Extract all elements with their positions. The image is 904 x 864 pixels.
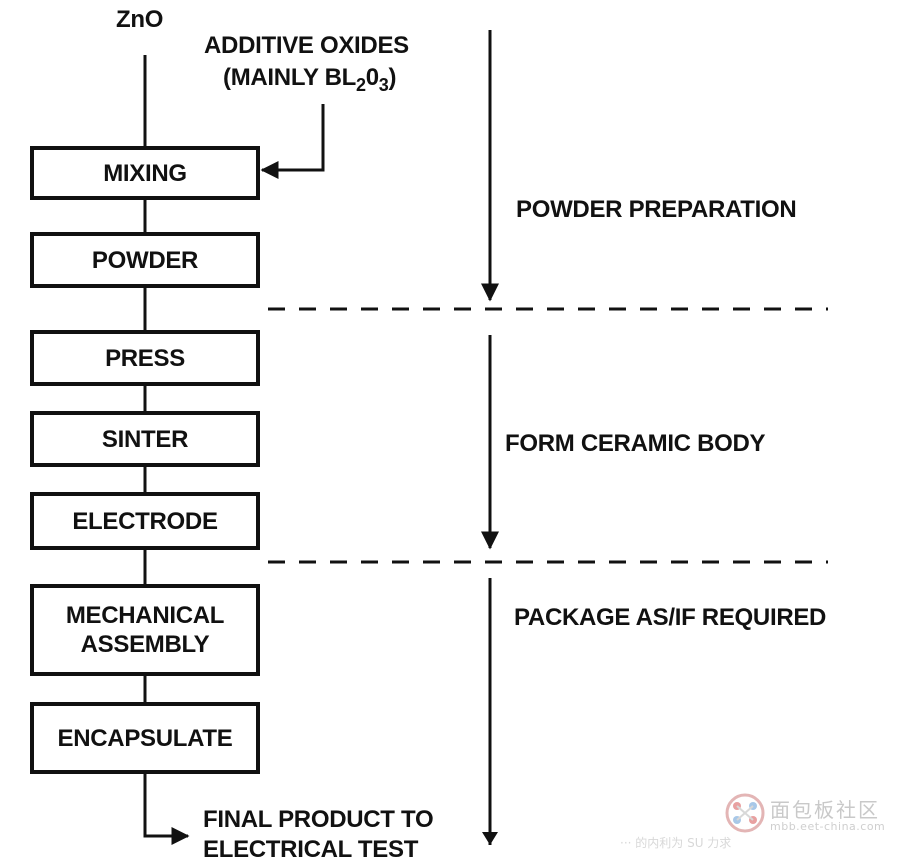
step-mechanical-line1: MECHANICAL — [65, 602, 225, 629]
watermark-faint-text: ··· 的内利为 SU 力求 — [620, 836, 732, 850]
step-powder: POWDER — [30, 232, 260, 288]
stage-form-ceramic-body: FORM CERAMIC BODY — [505, 430, 766, 457]
step-electrode: ELECTRODE — [30, 492, 260, 550]
watermark-logo-icon — [725, 793, 765, 833]
step-sinter: SINTER — [30, 411, 260, 467]
stage-arrow-package-head — [482, 832, 498, 845]
step-encapsulate: ENCAPSULATE — [30, 702, 260, 774]
step-mechanical-line2: ASSEMBLY — [80, 631, 210, 658]
stage-package: PACKAGE AS/IF REQUIRED — [514, 604, 827, 631]
step-press-label: PRESS — [105, 344, 185, 372]
stage-powder-preparation: POWDER PREPARATION — [516, 196, 797, 223]
additive-oxides-label: ADDITIVE OXIDES — [204, 32, 409, 59]
final-product-label-line2: ELECTRICAL TEST — [203, 836, 419, 863]
watermark-name: 面包板社区 — [770, 798, 880, 822]
final-product-arrow — [143, 772, 190, 845]
step-mechanical-assembly: MECHANICAL ASSEMBLY — [30, 584, 260, 676]
step-press: PRESS — [30, 330, 260, 386]
additive-oxides-formula: (MAINLY BL203) — [223, 64, 397, 95]
step-mixing: MIXING — [30, 146, 260, 200]
step-mixing-label: MIXING — [103, 159, 187, 187]
final-product-label: FINAL PRODUCT TO — [203, 806, 434, 833]
watermark-url: mbb.eet-china.com — [770, 820, 886, 833]
zno-label: ZnO — [116, 6, 164, 33]
step-sinter-label: SINTER — [101, 425, 189, 453]
step-electrode-label: ELECTRODE — [72, 507, 218, 535]
additive-arrow — [260, 104, 325, 179]
step-powder-label: POWDER — [91, 246, 199, 274]
step-encapsulate-label: ENCAPSULATE — [57, 724, 233, 752]
